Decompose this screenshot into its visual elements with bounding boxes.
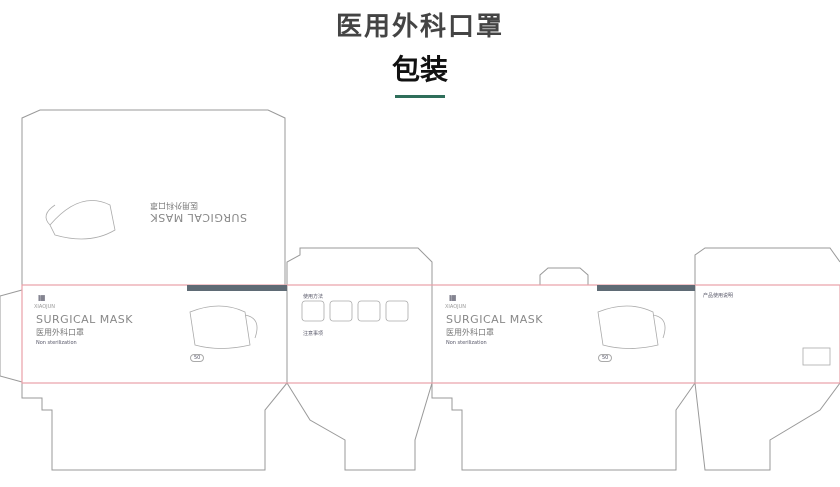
bottom-flap-1 [21, 382, 288, 471]
glue-flap [0, 289, 23, 383]
brand-name: XIAOJUN [445, 304, 467, 310]
product-name-en: SURGICAL MASK [446, 313, 543, 326]
product-name-cn: 医用外科口罩 [150, 201, 198, 210]
bottom-flap-2 [286, 382, 433, 471]
page-title: 医用外科口罩 [335, 12, 504, 42]
tab [539, 267, 589, 285]
brand-logo: ▦ [38, 293, 46, 302]
page-subtitle: 包装 [391, 53, 448, 86]
notes-title: 注意事项 [303, 331, 324, 337]
usage-title: 使用方法 [303, 294, 324, 300]
product-name-cn: 医用外科口罩 [446, 328, 494, 337]
band-1 [187, 285, 287, 291]
mask-illustration [189, 305, 258, 349]
title-underline [395, 95, 445, 98]
info-title: 产品使用说明 [703, 293, 734, 299]
count-badge: 50 [598, 354, 613, 362]
side-flap-1 [286, 247, 433, 285]
sterile-label: Non sterilization [446, 340, 487, 346]
product-name-cn: 医用外科口罩 [36, 328, 84, 337]
side-flap-2 [694, 247, 840, 285]
lid-product-name: SURGICAL MASK 医用外科口罩 [150, 200, 247, 224]
mask-illustration [597, 305, 666, 349]
product-name-en: SURGICAL MASK [150, 211, 247, 224]
mask-illustration-lid [45, 200, 116, 240]
product-name-en: SURGICAL MASK [36, 313, 133, 326]
bottom-flap-4 [694, 382, 840, 471]
count-badge: 50 [190, 354, 205, 362]
bottom-flap-3 [431, 382, 696, 471]
sterile-label: Non sterilization [36, 340, 77, 346]
brand-logo: ▦ [449, 293, 457, 302]
brand-name: XIAOJUN [34, 304, 56, 310]
top-lid [21, 109, 286, 285]
band-2 [597, 285, 695, 291]
